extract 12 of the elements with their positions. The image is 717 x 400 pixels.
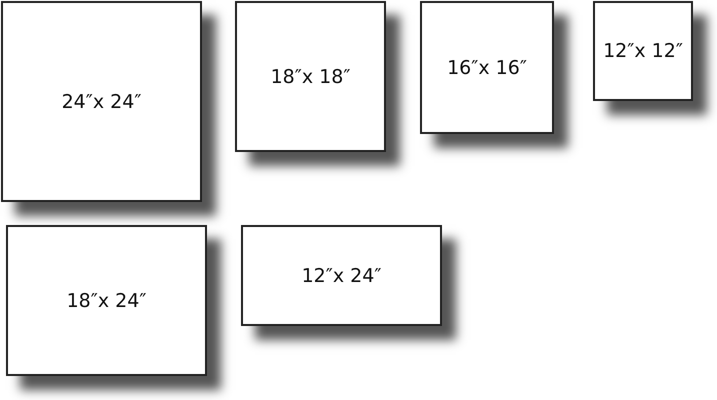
size-label: 16″x 16″ (447, 56, 527, 78)
size-label: 12″x 12″ (603, 40, 683, 62)
frame-size-box (593, 1, 693, 101)
frame-size-box (420, 1, 554, 134)
frame-size-box (1, 1, 202, 202)
frame-size-box (6, 225, 207, 376)
frame-size-box (235, 1, 386, 152)
size-label: 18″x 18″ (270, 66, 350, 88)
size-label: 18″x 24″ (66, 290, 146, 312)
size-label: 24″x 24″ (62, 90, 142, 112)
size-label: 12″x 24″ (302, 264, 382, 286)
frame-size-box (241, 225, 442, 326)
